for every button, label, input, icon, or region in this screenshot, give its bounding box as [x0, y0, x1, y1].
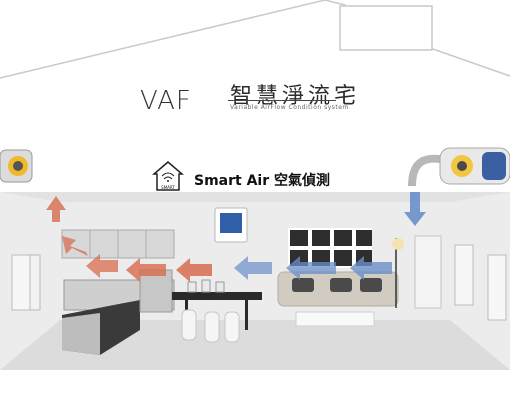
smart-panel-screen	[220, 213, 242, 233]
window-right-1	[454, 244, 474, 306]
chair-2	[204, 311, 220, 343]
fridge	[139, 269, 173, 313]
window-left-2	[29, 254, 41, 311]
chair-3	[224, 311, 240, 343]
back-door	[414, 235, 442, 309]
smart-home-icon	[151, 161, 185, 191]
brand-logo: VAF	[140, 86, 192, 116]
ceiling-edge	[0, 192, 510, 202]
ventilation-unit-right-icon	[408, 147, 510, 187]
kitchen-island-side	[62, 313, 100, 355]
brand-tagline: Variable AirFlow Condition system	[230, 104, 349, 111]
chair-1	[181, 309, 197, 341]
exhaust-airflow	[46, 196, 212, 282]
fresh-airflow	[234, 192, 426, 280]
brand-underline	[228, 100, 336, 101]
brand-name: 智慧淨流宅	[230, 84, 361, 109]
floor-front	[0, 370, 510, 400]
coffee-table	[295, 311, 375, 327]
smart-air-title: Smart Air 空氣偵測	[194, 173, 331, 189]
window-right-2	[487, 254, 507, 321]
smart-icon-label: SMART	[161, 185, 175, 190]
chimney	[339, 5, 433, 51]
ventilation-unit-left-icon	[0, 149, 33, 183]
dining-table	[172, 292, 262, 300]
window-left-1	[11, 254, 31, 311]
